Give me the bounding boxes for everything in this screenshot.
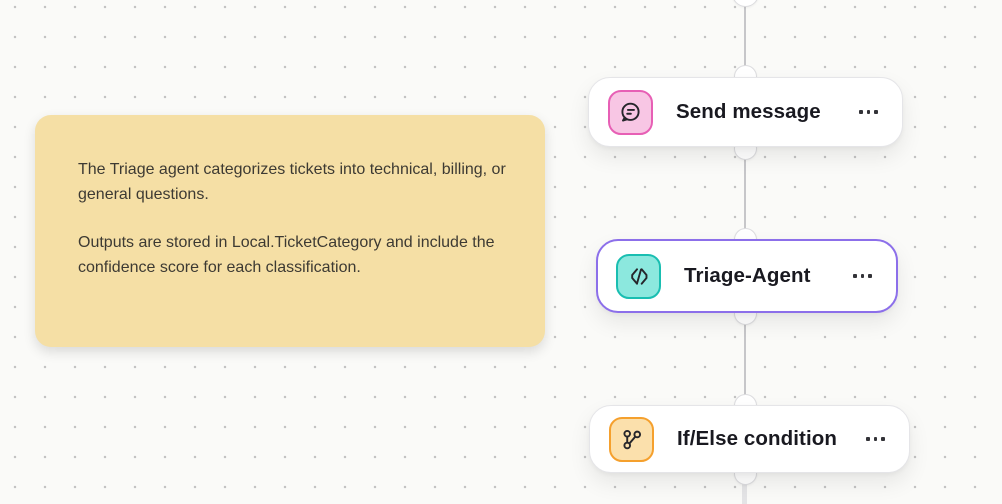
connection-point-above[interactable] <box>732 0 759 7</box>
edge-triage-to-ifelse <box>744 312 746 406</box>
node-label: Triage-Agent <box>684 264 811 287</box>
sticky-note-text-1: The Triage agent categorizes tickets int… <box>78 161 506 203</box>
node-send-message[interactable]: Send message <box>588 77 903 147</box>
edge-send-to-triage <box>744 147 746 240</box>
branch-icon <box>609 416 654 462</box>
edge-incoming <box>744 0 746 77</box>
sticky-note-text-2: Outputs are stored in Local.TicketCatego… <box>78 234 495 276</box>
node-menu-button[interactable] <box>859 106 878 118</box>
agent-code-icon <box>616 253 661 299</box>
edge-outgoing <box>742 473 747 504</box>
sticky-note[interactable]: The Triage agent categorizes tickets int… <box>35 115 545 347</box>
node-menu-button[interactable] <box>853 270 872 282</box>
chat-message-icon <box>608 89 653 135</box>
node-menu-button[interactable] <box>866 433 885 445</box>
node-label: Send message <box>676 100 821 123</box>
node-ifelse-condition[interactable]: If/Else condition <box>589 405 910 473</box>
node-label: If/Else condition <box>677 427 838 450</box>
node-triage-agent[interactable]: Triage-Agent <box>596 239 898 313</box>
